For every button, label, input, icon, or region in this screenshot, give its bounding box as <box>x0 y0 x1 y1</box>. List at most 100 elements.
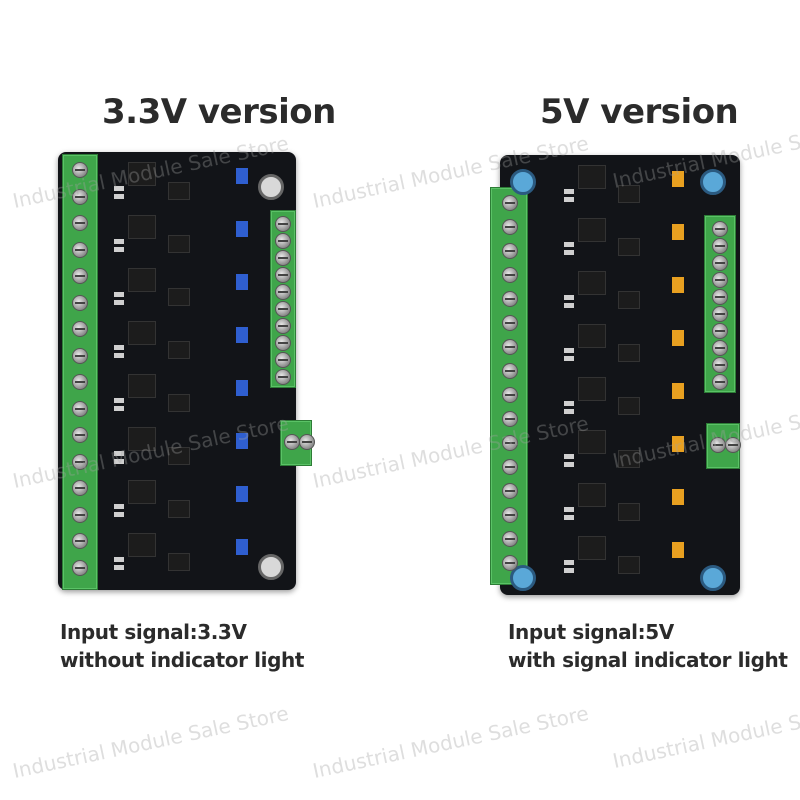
terminal-screw-icon <box>72 559 88 576</box>
smd-resistor <box>114 247 124 252</box>
terminal-screw-icon <box>502 483 518 499</box>
terminal-screw-icon <box>275 318 291 334</box>
smd-resistor <box>114 459 124 464</box>
terminal-screw-icon <box>72 241 88 258</box>
ssr-chip <box>578 165 606 189</box>
terminal-screw-icon <box>72 294 88 311</box>
smd-resistor <box>114 300 124 305</box>
terminal-screw-icon <box>502 219 518 235</box>
terminal-screw-icon <box>275 301 291 317</box>
smd-resistor <box>114 186 124 191</box>
terminal-screw-icon <box>712 374 728 390</box>
terminal-screw-icon <box>502 387 518 403</box>
terminal-screw-icon <box>299 434 315 450</box>
jumper-cap <box>236 486 248 502</box>
optocoupler-chip <box>618 450 640 468</box>
terminal-screw-icon <box>502 195 518 211</box>
watermark: Industrial Module Sale Store <box>10 701 291 783</box>
terminal-screw-icon <box>275 284 291 300</box>
ssr-chip <box>128 321 156 345</box>
ssr-chip <box>128 480 156 504</box>
ssr-chip <box>128 533 156 557</box>
jumper-cap <box>672 330 684 346</box>
ssr-chip <box>578 271 606 295</box>
optocoupler-chip <box>618 397 640 415</box>
optocoupler-chip <box>618 344 640 362</box>
smd-resistor <box>564 401 574 406</box>
smd-resistor <box>564 507 574 512</box>
jumper-cap <box>672 224 684 240</box>
jumper-cap <box>236 274 248 290</box>
optocoupler-chip <box>168 341 190 359</box>
terminal-screw-icon <box>275 369 291 385</box>
optocoupler-chip <box>168 182 190 200</box>
jumper-cap <box>672 383 684 399</box>
terminal-screw-icon <box>72 321 88 337</box>
terminal-screw-icon <box>284 434 300 450</box>
optocoupler-chip <box>168 394 190 412</box>
smd-resistor <box>114 512 124 517</box>
smd-resistor <box>114 504 124 509</box>
smd-resistor <box>564 560 574 565</box>
ssr-chip <box>578 218 606 242</box>
mounting-hole <box>700 565 726 591</box>
ssr-chip <box>578 324 606 348</box>
optocoupler-chip <box>618 291 640 309</box>
watermark: Industrial Module Sale Store <box>610 691 800 773</box>
optocoupler-chip <box>618 556 640 574</box>
jumper-cap <box>236 327 248 343</box>
jumper-cap <box>236 221 248 237</box>
optocoupler-chip <box>168 235 190 253</box>
optocoupler-chip <box>168 500 190 518</box>
smd-resistor <box>114 353 124 358</box>
optocoupler-chip <box>168 288 190 306</box>
relay-board-5v <box>490 155 741 595</box>
smd-resistor <box>114 292 124 297</box>
terminal-screw-icon <box>712 323 728 339</box>
terminal-screw-icon <box>275 335 291 351</box>
ssr-chip <box>128 162 156 186</box>
jumper-cap <box>672 277 684 293</box>
optocoupler-chip <box>618 238 640 256</box>
terminal-screw-icon <box>502 315 518 331</box>
terminal-screw-icon <box>72 480 88 496</box>
terminal-screw-icon <box>502 459 518 475</box>
terminal-screw-icon <box>72 533 88 549</box>
mounting-hole <box>258 554 284 580</box>
terminal-screw-icon <box>502 267 518 283</box>
smd-resistor <box>114 345 124 350</box>
left-caption-line1: Input signal:3.3V <box>60 620 247 644</box>
terminal-screw-icon <box>72 374 88 390</box>
smd-resistor <box>114 557 124 562</box>
smd-resistor <box>564 409 574 414</box>
terminal-screw-icon <box>712 340 728 356</box>
smd-resistor <box>114 398 124 403</box>
right-caption: Input signal:5V with signal indicator li… <box>508 618 788 674</box>
terminal-screw-icon <box>72 506 88 523</box>
ssr-chip <box>578 430 606 454</box>
terminal-screw-icon <box>502 531 518 547</box>
terminal-screw-icon <box>502 339 518 355</box>
relay-board-3v3 <box>58 152 315 590</box>
right-version-title: 5V version <box>540 92 739 132</box>
jumper-cap <box>672 542 684 558</box>
terminal-screw-icon <box>72 453 88 470</box>
terminal-screw-icon <box>502 411 518 427</box>
optocoupler-chip <box>618 503 640 521</box>
terminal-screw-icon <box>72 268 88 284</box>
smd-resistor <box>114 565 124 570</box>
smd-resistor <box>564 356 574 361</box>
ssr-chip <box>128 215 156 239</box>
terminal-screw-icon <box>712 289 728 305</box>
terminal-screw-icon <box>502 435 518 451</box>
terminal-screw-icon <box>712 255 728 271</box>
terminal-screw-icon <box>502 507 518 523</box>
smd-resistor <box>564 295 574 300</box>
ssr-chip <box>578 377 606 401</box>
terminal-screw-icon <box>712 272 728 288</box>
terminal-screw-icon <box>275 216 291 232</box>
jumper-cap <box>672 436 684 452</box>
jumper-cap <box>236 433 248 449</box>
smd-resistor <box>564 189 574 194</box>
left-caption-line2: without indicator light <box>60 648 305 672</box>
